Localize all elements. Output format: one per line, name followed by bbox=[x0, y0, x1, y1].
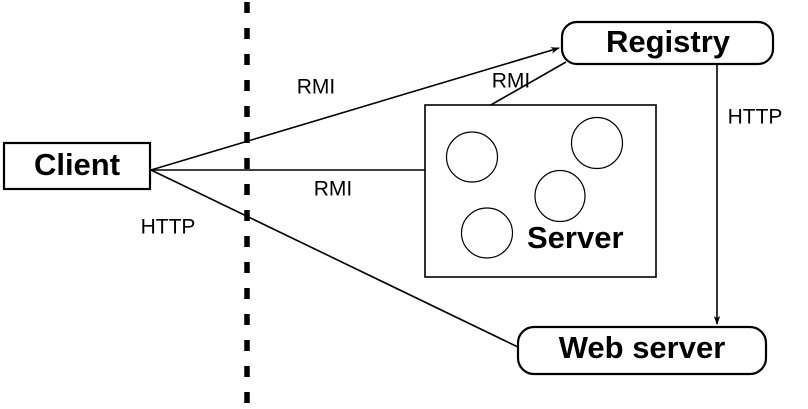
edge-label-rmi-server-registry: RMI bbox=[492, 70, 531, 93]
edge-label-http-client-webserver: HTTP bbox=[141, 216, 196, 239]
remote-object-icon bbox=[460, 207, 514, 259]
remote-object-icon bbox=[534, 169, 586, 223]
client-node-box bbox=[2, 141, 152, 191]
edge-label-http-registry-webserver: HTTP bbox=[728, 106, 783, 129]
remote-object-icon bbox=[445, 131, 499, 183]
webserver-node-label: Web server bbox=[559, 330, 726, 365]
client-node-label: Client bbox=[34, 147, 120, 182]
edge-client-to-registry bbox=[150, 47, 560, 171]
registry-node-label: Registry bbox=[606, 24, 731, 59]
registry-node-box bbox=[560, 20, 775, 66]
remote-object-icon bbox=[570, 116, 624, 170]
edge-label-rmi-client-registry: RMI bbox=[297, 76, 336, 99]
edge-client-to-webserver bbox=[150, 169, 521, 349]
server-node-label: Server bbox=[527, 220, 624, 255]
edge-server-to-registry bbox=[488, 61, 567, 107]
webserver-node-box bbox=[516, 325, 768, 376]
edge-label-rmi-client-server: RMI bbox=[314, 178, 353, 201]
